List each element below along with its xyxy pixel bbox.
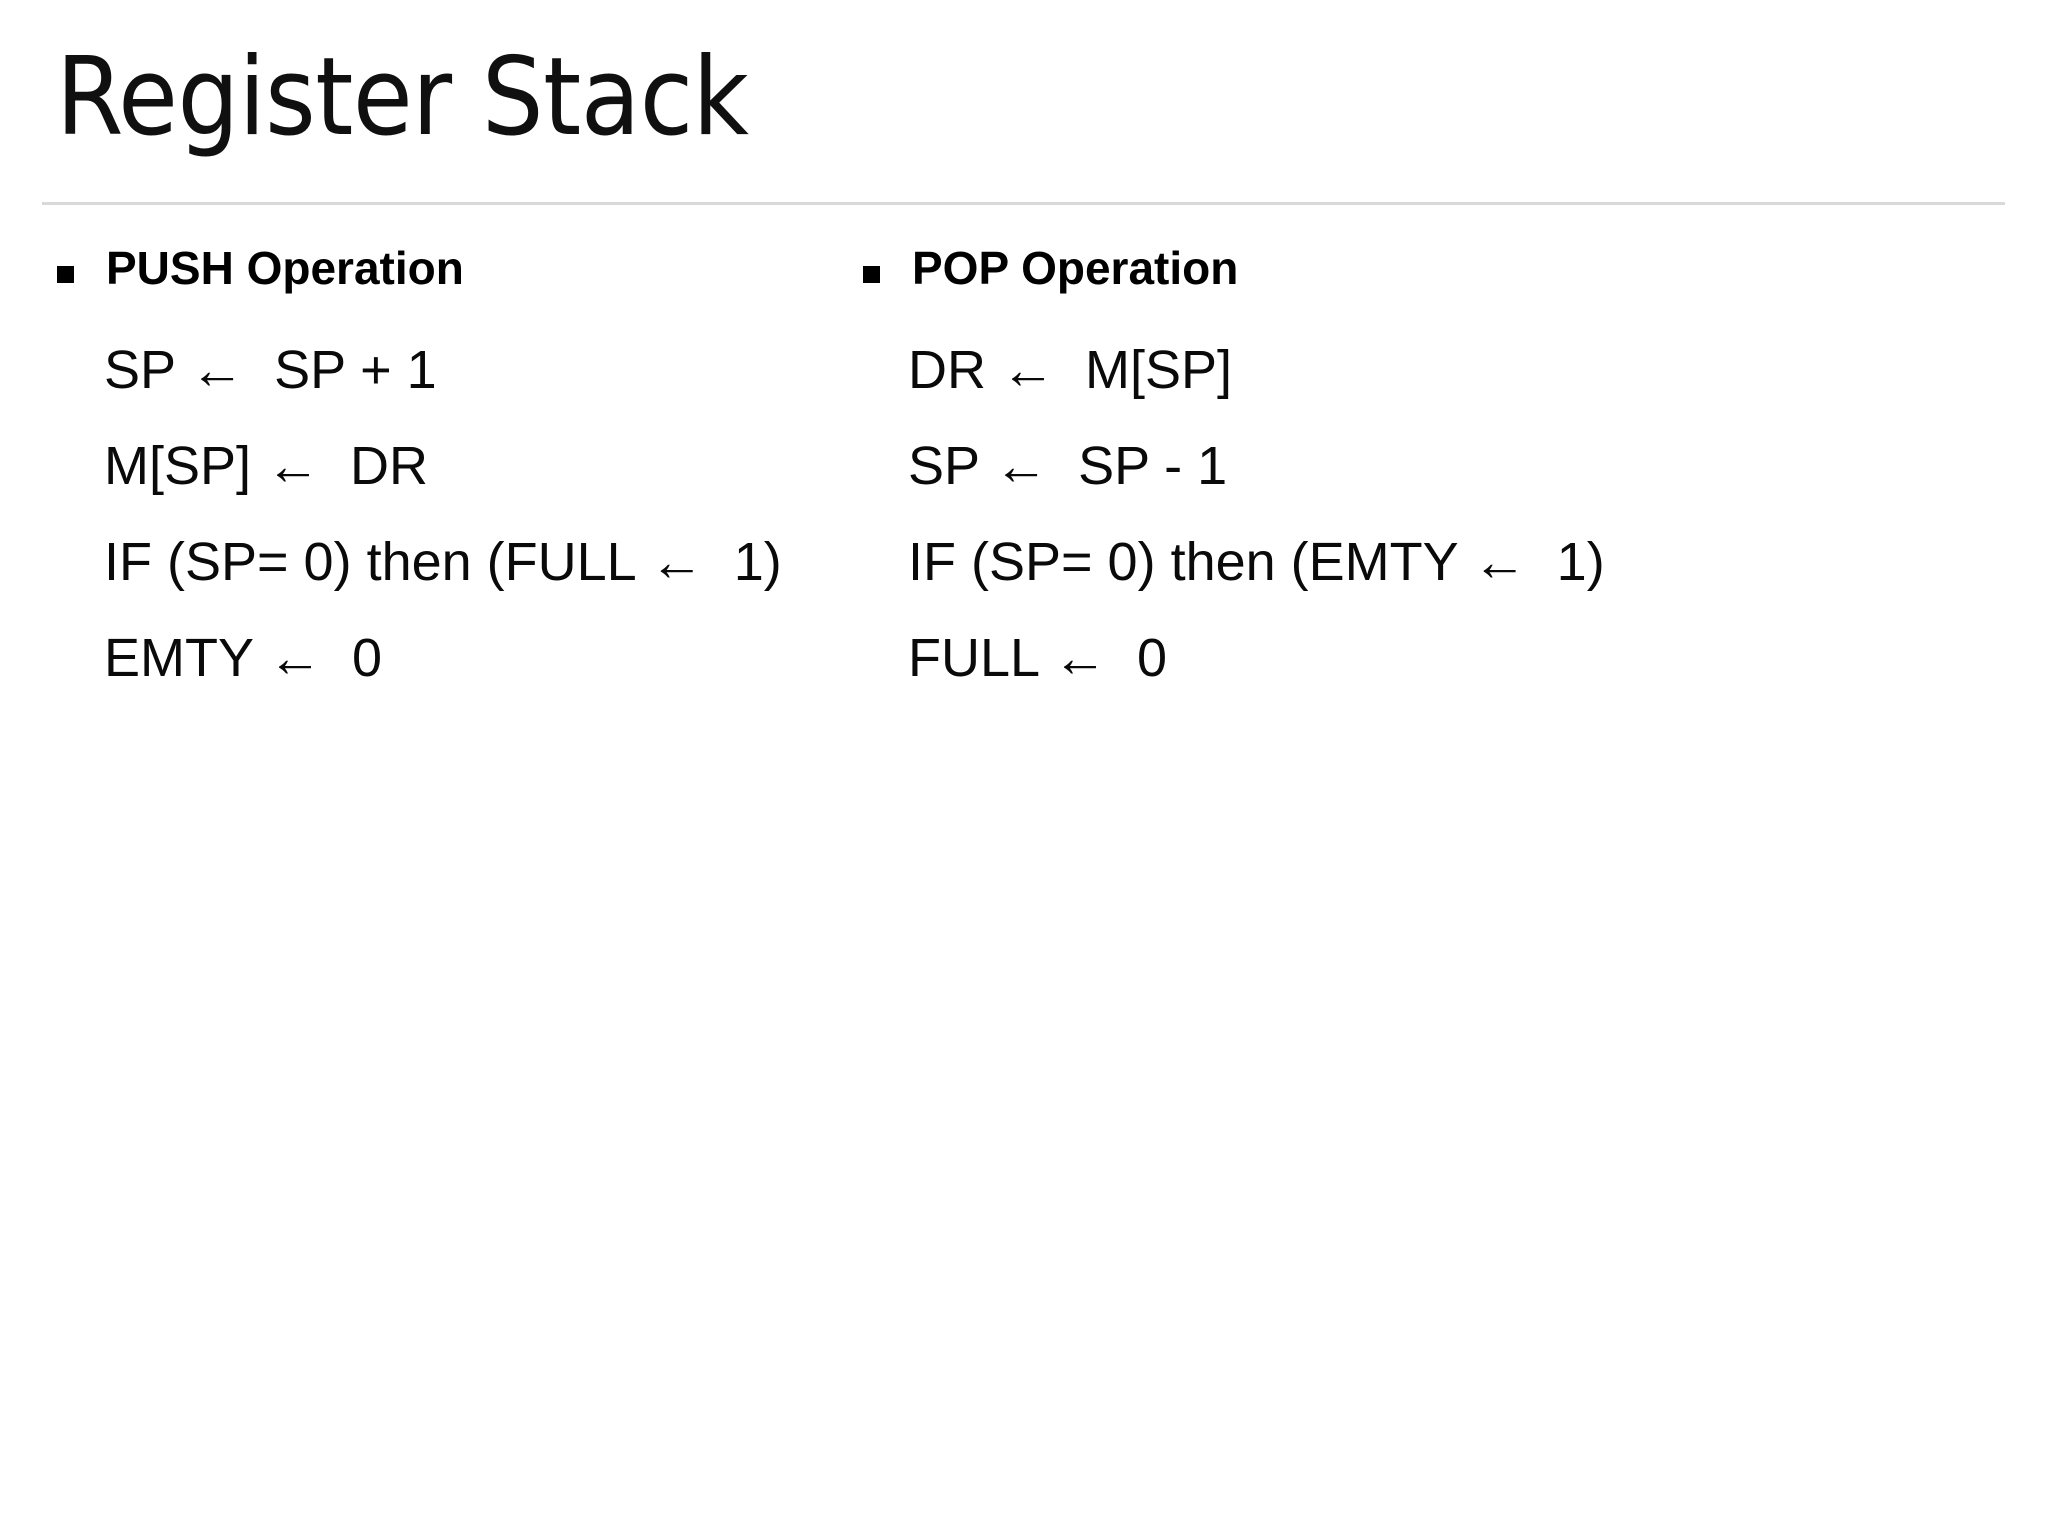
code-line-push-4: EMTY ← 0 — [104, 628, 383, 688]
code-line-push-2: M[SP] ← DR — [104, 436, 429, 496]
bullet-heading-push: PUSH Operation — [106, 242, 464, 294]
code-line-pop-2: SP ← SP - 1 — [908, 436, 1228, 496]
column-pop: POP Operation DR ← M[SP] SP ← SP - 1 IF … — [850, 236, 1720, 706]
code-line-pop-3: IF (SP= 0) then (EMTY ← 1) — [908, 532, 1605, 592]
bullet-item-pop: POP Operation — [850, 236, 1720, 322]
code-line-pop-4: FULL ← 0 — [908, 628, 1168, 688]
column-push: PUSH Operation SP ← SP + 1 M[SP] ← DR IF… — [44, 236, 914, 706]
square-bullet-icon — [863, 266, 880, 283]
square-bullet-icon — [57, 266, 74, 283]
code-line-push-3: IF (SP= 0) then (FULL ← 1) — [104, 532, 782, 592]
code-line-pop-1: DR ← M[SP] — [908, 340, 1233, 400]
page-title: Register Stack — [56, 35, 749, 160]
slide-body: PUSH Operation SP ← SP + 1 M[SP] ← DR IF… — [0, 236, 2048, 1056]
bullet-item-push: PUSH Operation — [44, 236, 914, 322]
bullet-heading-pop: POP Operation — [912, 242, 1239, 294]
code-line-push-1: SP ← SP + 1 — [104, 340, 437, 400]
title-divider — [42, 202, 2005, 205]
